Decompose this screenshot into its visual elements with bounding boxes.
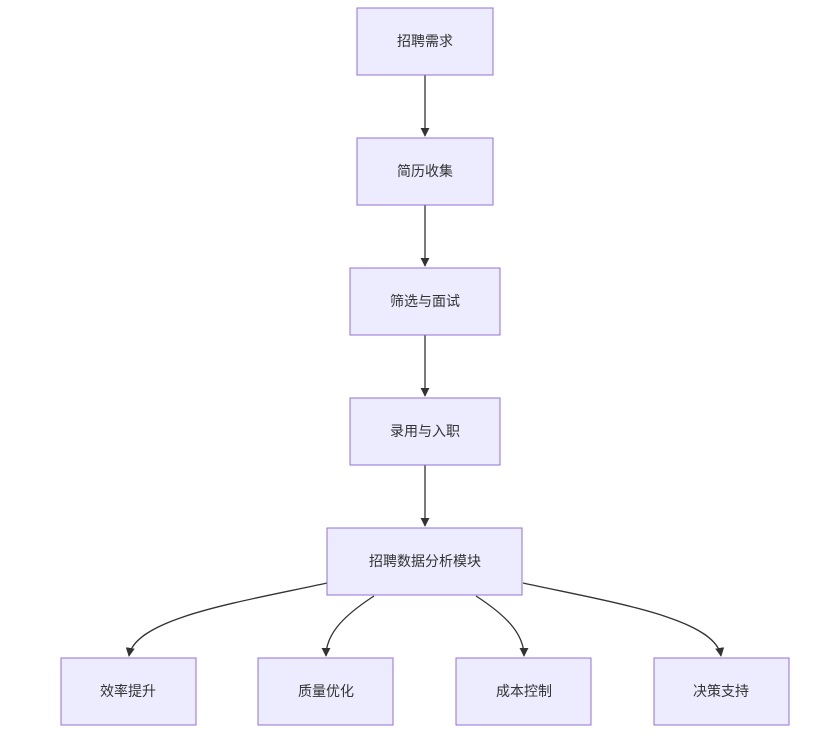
node-demand-box	[356, 7, 494, 76]
node-screening-box	[349, 267, 501, 336]
node-efficiency-box	[60, 657, 197, 726]
node-decision-label: 决策支持	[693, 683, 749, 700]
node-analysis-box	[326, 527, 523, 596]
node-hiring-box	[349, 397, 501, 466]
node-resume-label: 简历收集	[397, 163, 453, 180]
node-decision: 决策支持	[653, 657, 790, 726]
node-efficiency: 效率提升	[60, 657, 197, 726]
edge-analysis-efficiency	[125, 582, 328, 657]
node-hiring: 录用与入职	[349, 397, 501, 466]
node-efficiency-label: 效率提升	[100, 683, 156, 700]
node-screening-label: 筛选与面试	[390, 294, 460, 310]
node-quality-label: 质量优化	[298, 684, 354, 700]
node-resume-box	[356, 137, 494, 206]
edges	[125, 75, 725, 657]
edge-analysis-decision	[522, 582, 725, 657]
edge-analysis-cost	[475, 595, 529, 657]
node-analysis-label: 招聘数据分析模块	[369, 554, 481, 570]
node-hiring-label: 录用与入职	[390, 424, 460, 440]
node-quality: 质量优化	[257, 657, 394, 726]
node-cost-box	[455, 657, 592, 726]
node-demand-label: 招聘需求	[397, 34, 453, 50]
node-screening: 筛选与面试	[349, 267, 501, 336]
node-decision-box	[653, 657, 790, 726]
node-analysis: 招聘数据分析模块	[326, 527, 523, 596]
node-quality-box	[257, 657, 394, 726]
node-demand: 招聘需求	[356, 7, 494, 76]
node-cost-label: 成本控制	[496, 684, 552, 700]
node-resume: 简历收集	[356, 137, 494, 206]
edge-analysis-quality	[321, 595, 375, 657]
node-cost: 成本控制	[455, 657, 592, 726]
